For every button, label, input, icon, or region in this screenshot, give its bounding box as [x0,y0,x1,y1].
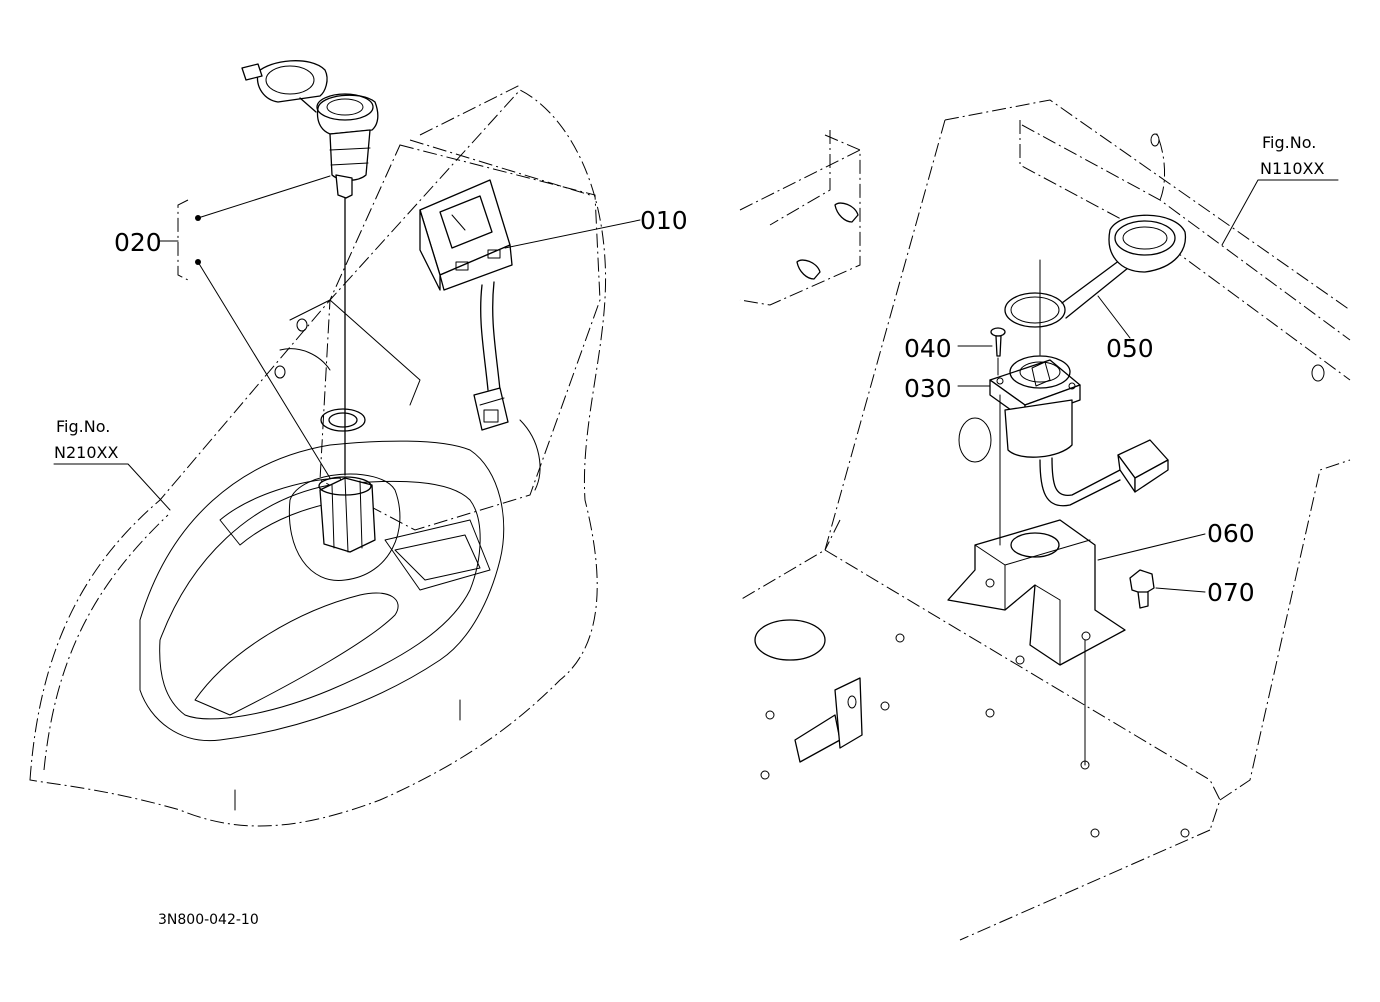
reference-right-line2: N110XX [1260,159,1324,178]
screw-040 [990,327,1006,376]
reference-left-line2: N210XX [54,443,118,462]
callout-070: 070 [1207,578,1255,607]
leader-010 [504,219,641,249]
leader-070 [1155,587,1206,593]
callout-030: 030 [904,374,952,403]
reference-left-line1: Fig.No. [56,417,110,436]
rocker-switch [419,179,513,431]
callout-020-group [159,175,331,479]
cigarette-lighter [241,60,379,476]
reference-right: Fig.No. N110XX [1221,133,1339,246]
reference-right-line1: Fig.No. [1262,133,1316,152]
socket-insert [288,473,401,581]
callout-060: 060 [1207,519,1255,548]
left-console-assembly [29,84,607,827]
right-floor-assembly [739,99,1351,941]
cap-strap [1004,214,1187,328]
power-socket [989,259,1169,546]
bolt-070 [1084,569,1155,766]
reference-left: Fig.No. N210XX [53,417,171,511]
drawing-code: 3N800-042-10 [158,912,259,928]
leader-050 [1097,295,1131,339]
socket-bracket [947,519,1126,666]
callout-040: 040 [904,334,952,363]
leader-060 [1097,533,1206,561]
callout-050: 050 [1106,334,1154,363]
callout-020: 020 [114,228,162,257]
callout-010: 010 [640,206,688,235]
